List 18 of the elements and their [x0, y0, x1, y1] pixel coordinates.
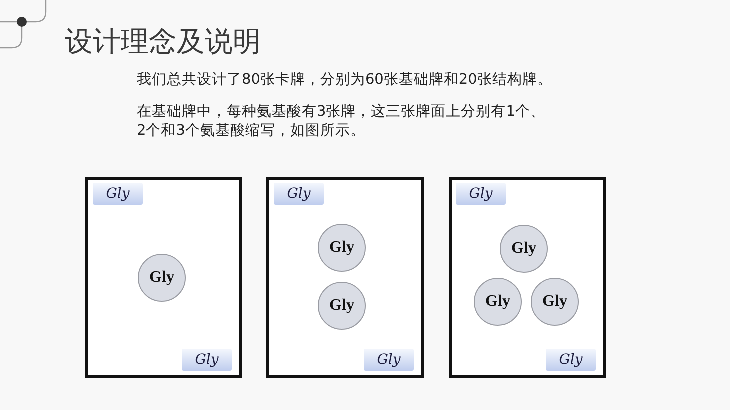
body-paragraph: 我们总共设计了80张卡牌，分别为60张基础牌和20张结构牌。 [137, 71, 552, 90]
name-tag: Gly [182, 349, 232, 371]
amino-acid-circle: Gly [474, 278, 522, 326]
name-tag: Gly [93, 183, 143, 205]
amino-acid-circle: Gly [531, 278, 579, 326]
amino-acid-circle: Gly [138, 254, 186, 302]
name-tag: Gly [274, 183, 324, 205]
card-frame [449, 177, 606, 378]
amino-acid-circle: Gly [318, 224, 366, 272]
card-frame [266, 177, 424, 378]
name-tag: Gly [364, 349, 414, 371]
slide-title: 设计理念及说明 [65, 24, 261, 60]
card-frame [85, 177, 242, 378]
name-tag: Gly [546, 349, 596, 371]
amino-acid-circle: Gly [500, 225, 548, 273]
amino-acid-circle: Gly [318, 282, 366, 330]
name-tag: Gly [456, 183, 506, 205]
body-paragraph: 在基础牌中，每种氨基酸有3张牌，这三张牌面上分别有1个、2个和3个氨基酸缩写，如图所示。 [137, 103, 546, 141]
